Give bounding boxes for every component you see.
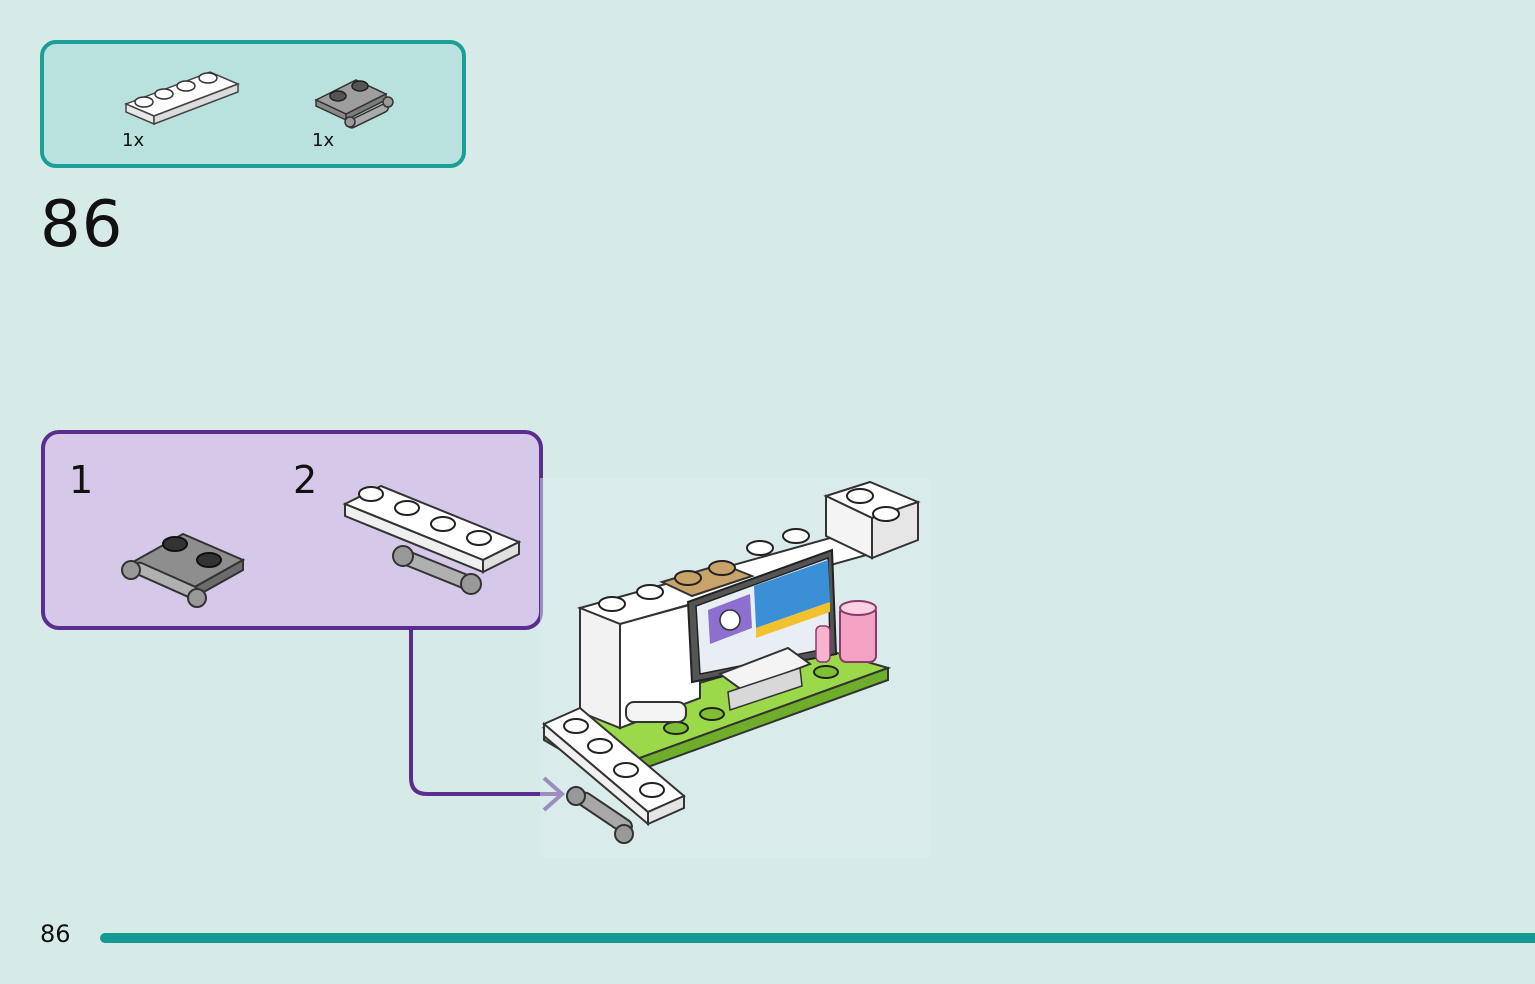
sub-step-number-2: 2	[293, 458, 318, 502]
page-number: 86	[40, 920, 71, 948]
sub-assembly-callout: 1 2	[41, 430, 543, 630]
step-number: 86	[40, 188, 124, 262]
model-illustration	[540, 478, 930, 862]
footer-bar	[100, 933, 1535, 943]
part-count-white-plate: 1x	[122, 130, 145, 151]
white-plate-handle-assembly-icon	[341, 480, 521, 610]
gray-plate-handle-icon	[117, 518, 247, 608]
sub-step-number-1: 1	[69, 458, 94, 502]
white-plate-1x4-icon	[122, 64, 242, 126]
parts-list-callout: 1x 1x	[40, 40, 466, 168]
part-count-gray-plate: 1x	[312, 130, 335, 151]
gray-plate-handle-icon	[312, 72, 396, 130]
